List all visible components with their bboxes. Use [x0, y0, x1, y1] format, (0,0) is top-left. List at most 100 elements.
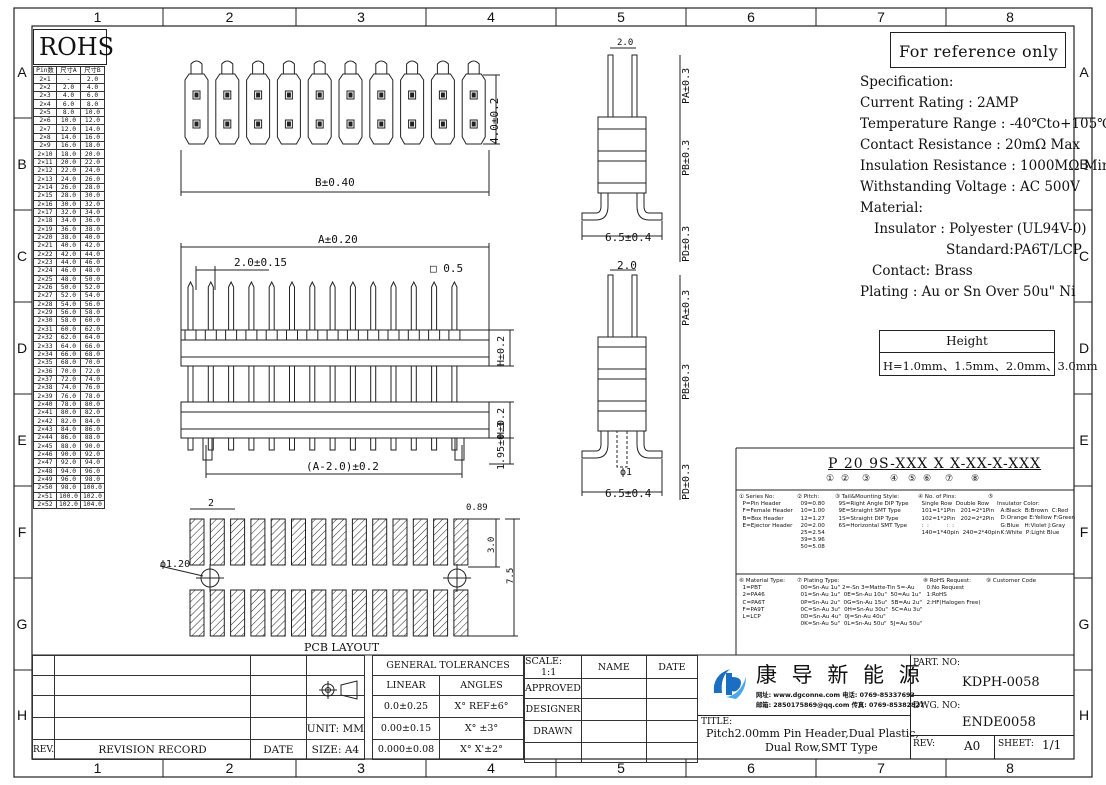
dwg-no-label: DWG. NO: [913, 701, 961, 711]
pin-table-cell: 14.0 [80, 124, 105, 134]
pin-table-cell: 2×1 [33, 74, 57, 84]
pin-table-cell: 56.0 [56, 307, 81, 318]
grid-row-label: F [17, 524, 27, 540]
general-tolerances-label: GENERAL TOLERANCES [372, 655, 524, 676]
pin-table-cell: 32.0 [80, 199, 105, 209]
grid-row-label: A [1079, 64, 1089, 80]
pin-table-cell: 72.0 [80, 366, 105, 376]
grid-row-label: E [1079, 432, 1089, 448]
pcb-pad [270, 589, 286, 637]
pin-table-cell: 38.0 [80, 224, 105, 234]
pin-table-cell: 62.0 [80, 324, 105, 335]
pin-table-cell: 2×39 [33, 391, 57, 401]
size-label: SIZE: A4 [305, 739, 366, 760]
part-code-marker: ⑤ [908, 474, 917, 484]
side-view-top [581, 47, 681, 262]
pin-table-cell: 28.0 [56, 191, 81, 201]
option-material: ⑥ Material Type: 1=PBT 2=PA46 C=PA6T F=P… [739, 578, 786, 621]
option-color-marker: ⑤ [988, 494, 994, 500]
pin-table-cell: 46.0 [56, 266, 81, 276]
pin-table-cell: 2×40 [33, 399, 57, 410]
pin-table-cell: 4.0 [80, 82, 105, 93]
pcb-layout-label: PCB LAYOUT [304, 641, 380, 654]
grid-row-label: D [1078, 340, 1090, 356]
pin-table-cell: 66.0 [56, 349, 81, 360]
pin-table-cell: 86.0 [56, 433, 81, 443]
pin-table-cell: 90.0 [56, 449, 81, 460]
pin-table-cell: 54.0 [56, 299, 81, 309]
option-pitch: ② Pitch: 09=0.80 10=1.00 12=1.27 20=2.00… [797, 494, 825, 551]
rohs-label: ROHS [39, 33, 115, 61]
pin-table-cell: 72.0 [56, 374, 81, 385]
pin-table-row: 2×1-2.0 [33, 74, 105, 84]
projection-symbol [319, 680, 358, 700]
pin-table-cell: 94.0 [80, 458, 105, 468]
pcb-layout [159, 508, 520, 637]
company-web-line: 网址: www.dgconne.com 电话: 0769-85337693 [756, 692, 915, 699]
pin-table-cell: 42.0 [56, 249, 81, 259]
pin-table-cell: 76.0 [80, 383, 105, 393]
grid-column-label: 2 [225, 760, 234, 776]
pin-table-cell: 80.0 [80, 399, 105, 410]
pcb-pad [372, 518, 388, 566]
grid-column-label: 3 [357, 760, 365, 776]
pcb-pad [433, 589, 449, 637]
pcb-pad [392, 518, 408, 566]
dim-side-mid-20: 2.0 [617, 259, 637, 272]
grid-row-label: H [1078, 706, 1090, 723]
rohs-box: ROHS [33, 29, 114, 65]
side-view-bottom [581, 269, 681, 500]
option-rohs: ⑧ RoHS Request: 0:No Request 1:RoHS 2:HF… [923, 578, 981, 606]
rev-sheet-label: REV: [913, 739, 935, 749]
dim-side-pb2: PB±0.3 [681, 363, 692, 400]
pin-table-cell: 2×5 [33, 107, 57, 118]
pin-table-cell: 2×7 [33, 124, 57, 134]
pin-table-cell: 20.0 [56, 157, 81, 168]
pin-table-cell: 60.0 [80, 316, 105, 326]
option-tail: ③ Tail&Mounting Style: 9S=Right Angle DI… [835, 494, 909, 529]
spec-plating: Plating : Au or Sn Over 50u" Ni [860, 284, 1076, 300]
part-code-marker: ③ [862, 474, 871, 484]
pin-table-cell: 64.0 [56, 341, 81, 351]
pin-table-cell: 54.0 [80, 291, 105, 301]
part-code-marker: ④ [890, 474, 899, 484]
tol-linear-2: 0.00±0.15 [372, 717, 440, 740]
pin-table-cell: 30.0 [80, 191, 105, 201]
pin-table-cell: 34.0 [56, 216, 81, 226]
dim-side-pa1: PA±0.3 [681, 67, 692, 104]
pin-table-cell: 2×36 [33, 366, 57, 376]
front-view-pin [387, 280, 400, 451]
pin-table-cell: 24.0 [80, 166, 105, 176]
drawn-label: DRAWN [524, 720, 582, 743]
dim-top-height: 4.0±0.2 [488, 97, 501, 144]
pin-table-cell: 100.0 [80, 483, 105, 493]
dim-front-h1: H±0.2 [496, 335, 507, 366]
rev-sheet-value: A0 [964, 739, 981, 753]
pin-table-cell: 76.0 [56, 391, 81, 401]
pin-table-cell: 34.0 [80, 207, 105, 218]
pin-table-cell: 12.0 [80, 116, 105, 126]
height-title: Height [946, 334, 988, 348]
height-values: H=1.0mm、1.5mm、2.0mm、3.0mm [883, 359, 1098, 373]
pin-table-cell: 22.0 [56, 166, 81, 176]
pin-table-cell: 28.0 [80, 182, 105, 193]
pin-table-cell: 18.0 [56, 149, 81, 159]
pin-table-cell: 50.0 [56, 282, 81, 293]
dim-front-a: A±0.20 [318, 233, 358, 246]
